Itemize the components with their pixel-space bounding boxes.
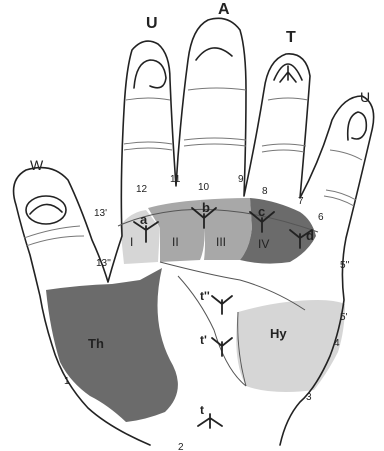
finger-pattern-ring: T xyxy=(286,29,296,46)
margin-number-11: 11 xyxy=(170,174,181,185)
interdigital-label-i: I xyxy=(130,235,133,249)
interdigital-label-ii: II xyxy=(172,235,179,249)
triradius-label-c: c xyxy=(258,204,265,219)
margin-number-8: 8 xyxy=(262,186,268,197)
triradius-label-d: d xyxy=(306,228,314,243)
little-loop-pattern xyxy=(348,112,367,140)
ring-crease-3 xyxy=(262,150,304,152)
little-crease-1 xyxy=(330,150,362,160)
margin-number-10: 10 xyxy=(198,182,210,193)
index-loop-pattern xyxy=(134,60,166,88)
triradius-t-prime xyxy=(212,338,232,356)
triradius-t-double-prime xyxy=(212,296,232,314)
margin-number-2: 2 xyxy=(178,442,184,451)
index-crease-1 xyxy=(126,98,170,100)
ring-tented-arch-pattern xyxy=(274,64,302,82)
margin-number-6: 6 xyxy=(318,212,324,223)
finger-pattern-thumb: W xyxy=(30,157,44,173)
margin-number-13-prime: 13' xyxy=(94,208,107,219)
interdigital-label-iv: IV xyxy=(258,237,269,251)
middle-crease-2 xyxy=(184,138,246,140)
finger-pattern-index: U xyxy=(146,15,158,32)
finger-pattern-middle: A xyxy=(218,1,230,18)
margin-number-12: 12 xyxy=(136,184,148,195)
triradius-label-b: b xyxy=(202,200,210,215)
middle-crease-3 xyxy=(184,144,246,146)
index-crease-2 xyxy=(124,142,172,144)
triradius-label-t: t xyxy=(200,403,204,417)
hypothenar-region xyxy=(236,300,345,392)
margin-number-4: 4 xyxy=(334,338,340,349)
region-label-hypothenar: Hy xyxy=(270,326,287,341)
margin-number-1: 1 xyxy=(64,376,70,387)
middle-arch-pattern xyxy=(196,48,232,60)
little-crease-3 xyxy=(324,196,354,206)
triradius-label-t-double-prime: t'' xyxy=(200,289,210,303)
margin-number-5-prime: 5' xyxy=(340,312,348,323)
margin-number-5-double-prime: 5'' xyxy=(340,260,349,271)
thumb-whorl-pattern xyxy=(26,196,66,224)
little-crease-2 xyxy=(326,190,356,200)
palm-line-thenar xyxy=(178,276,246,386)
ring-crease-2 xyxy=(262,144,306,146)
finger-pattern-little: U xyxy=(360,89,370,105)
region-label-thenar: Th xyxy=(88,336,104,351)
interdigital-label-iii: III xyxy=(216,235,226,249)
index-crease-3 xyxy=(124,148,172,150)
triradius-label-t-prime: t' xyxy=(200,333,207,347)
margin-number-3: 3 xyxy=(306,392,312,403)
thumb-crease-2 xyxy=(26,236,84,246)
ring-crease-1 xyxy=(268,98,308,100)
margin-number-9: 9 xyxy=(238,174,244,185)
triradius-label-a: a xyxy=(140,212,148,227)
thenar-region xyxy=(46,268,178,422)
middle-crease-1 xyxy=(188,88,246,90)
margin-number-7: 7 xyxy=(298,196,304,207)
margin-number-13-double-prime: 13'' xyxy=(96,258,111,269)
